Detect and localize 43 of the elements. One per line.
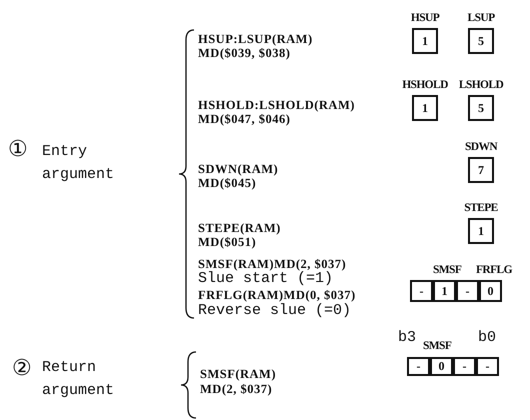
register-name: HSUP (410, 12, 440, 24)
circled-number: ② (12, 357, 32, 382)
register-name: FRFLG (476, 264, 512, 277)
register-address: MD(2, $037) (200, 383, 272, 397)
register-address: HSHOLD:LSHOLD(RAM) (198, 99, 355, 113)
bit-cell: 0 (479, 280, 502, 302)
register-name: LSUP (468, 12, 494, 24)
bit-cell: - (410, 280, 433, 302)
bit-cell: 0 (430, 357, 453, 376)
register-address: SMSF(RAM)MD(2, $037) (198, 258, 346, 271)
register-name: STEPE (464, 202, 498, 214)
register-name: SMSF (433, 264, 462, 277)
register-value: 1 (412, 95, 438, 121)
bit-cell: - (407, 357, 430, 376)
bit-cell: - (453, 357, 476, 376)
register-value: 7 (468, 157, 494, 183)
register-address: MD($051) (198, 236, 256, 250)
register-address: MD($047, $046) (198, 113, 290, 127)
flag-description: Reverse slue (=0) (198, 303, 352, 320)
register-address: MD($039, $038) (198, 47, 290, 61)
bit-cell: - (456, 280, 479, 302)
register-value: 1 (468, 218, 494, 244)
register-name: SDWN (464, 141, 498, 153)
register-name: LSHOLD (458, 79, 504, 91)
section-title: Return argument (42, 358, 116, 400)
register-address: MD($045) (198, 177, 256, 191)
register-address: FRFLG(RAM)MD(0, $037) (198, 289, 356, 303)
register-address: STEPE(RAM) (198, 222, 281, 236)
register-value: 5 (468, 95, 494, 121)
register-name: SMSF (423, 340, 452, 353)
bit-cell: 1 (433, 280, 456, 302)
register-address: SDWN(RAM) (198, 163, 278, 177)
section-title: Entry argument (42, 142, 116, 184)
circled-number: ① (8, 138, 28, 162)
register-value: 5 (468, 28, 494, 54)
register-value: 1 (412, 28, 438, 54)
register-address: SMSF(RAM) (200, 368, 276, 382)
flag-description: Slue start (=1) (198, 271, 334, 288)
bit-cell: - (476, 357, 499, 376)
bit-label: b3 (398, 330, 416, 346)
register-address: HSUP:LSUP(RAM) (198, 33, 313, 47)
register-name: HSHOLD (402, 79, 448, 91)
bit-label: b0 (478, 330, 496, 346)
